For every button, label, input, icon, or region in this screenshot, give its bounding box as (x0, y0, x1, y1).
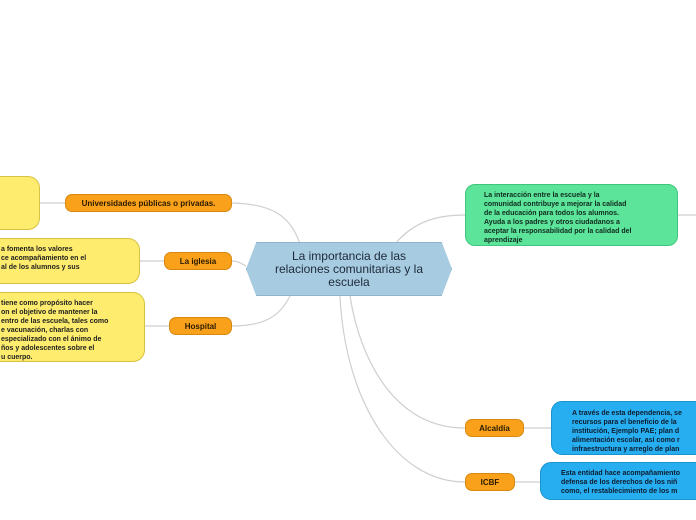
connector-alcaldia (349, 295, 466, 429)
node-interaccion-line: de la educación para todos los alumnos. (484, 210, 619, 217)
connector-interaccion (394, 214, 466, 245)
node-iglesia-label: La iglesia (179, 256, 217, 266)
central-topic-line: relaciones comunitarias y la (274, 261, 424, 276)
detail-alcaldia-line: recursos para el beneficio de la (572, 419, 677, 426)
detail-hospital-line: e vacunación, charlas con (1, 327, 89, 334)
detail-alcaldia[interactable]: A través de esta dependencia, se recurso… (551, 401, 696, 455)
detail-icbf-line: como, el restablecimiento de los m (561, 488, 678, 495)
detail-alcaldia-line: alimentación escolar, así como r (572, 437, 680, 444)
node-hospital-label: Hospital (184, 321, 217, 331)
connector-universidades (231, 202, 301, 245)
central-topic[interactable]: La importancia de las relaciones comunit… (246, 242, 452, 296)
detail-iglesia-line: ce acompañamiento en el (1, 255, 87, 262)
detail-hospital-line: especializado con el ánimo de (1, 336, 102, 343)
detail-iglesia-line: al de los alumnos y sus (1, 264, 80, 271)
detail-alcaldia-line: infraestructura y arreglo de plan (572, 446, 680, 453)
detail-hospital-line: ños y adolescentes sobre el (1, 345, 95, 352)
detail-universidades[interactable]: s, (0, 176, 40, 230)
node-universidades-label: Universidades públicas o privadas. (81, 198, 216, 208)
detail-alcaldia-line: A través de esta dependencia, se (572, 410, 682, 417)
connector-iglesia (231, 260, 247, 267)
connector-icbf (339, 295, 466, 483)
detail-hospital[interactable]: tiene como propósito hacer on el objetiv… (0, 292, 145, 362)
node-icbf-label: ICBF (480, 477, 500, 487)
connector-hospital (231, 295, 291, 327)
node-icbf[interactable]: ICBF (465, 473, 515, 491)
detail-iglesia[interactable]: a fomenta los valores ce acompañamiento … (0, 238, 140, 284)
node-iglesia[interactable]: La iglesia (164, 252, 232, 270)
detail-icbf[interactable]: Esta entidad hace acompañamiento defensa… (540, 462, 696, 500)
detail-hospital-line: tiene como propósito hacer (1, 300, 93, 307)
node-interaccion[interactable]: La interacción entre la escuela y la com… (465, 184, 678, 246)
detail-hospital-line: on el objetivo de mantener la (1, 309, 98, 316)
node-hospital[interactable]: Hospital (169, 317, 232, 335)
detail-alcaldia-line: institución, Ejemplo PAE; plan d (572, 428, 680, 435)
node-interaccion-line: La interacción entre la escuela y la (484, 192, 600, 199)
node-alcaldia-label: Alcaldía (479, 423, 510, 433)
detail-hospital-line: u cuerpo. (1, 354, 33, 361)
node-alcaldia[interactable]: Alcaldía (465, 419, 524, 437)
detail-icbf-line: defensa de los derechos de los niñ (561, 479, 678, 486)
central-topic-line: La importancia de las (291, 248, 407, 263)
detail-hospital-line: entro de las escuela, tales como (1, 318, 109, 325)
node-interaccion-line: aceptar la responsabilidad por la calida… (484, 228, 632, 235)
central-topic-line: escuela (328, 274, 370, 289)
detail-icbf-line: Esta entidad hace acompañamiento (561, 470, 681, 477)
node-interaccion-line: Ayuda a los padres y otros ciudadanos a (484, 219, 620, 226)
detail-iglesia-line: a fomenta los valores (1, 246, 73, 253)
node-interaccion-line: comunidad contribuye a mejorar la calida… (484, 201, 627, 208)
node-universidades[interactable]: Universidades públicas o privadas. (65, 194, 232, 212)
node-interaccion-line: aprendizaje (484, 237, 523, 244)
detail-universidades-line: s, (0, 197, 29, 206)
